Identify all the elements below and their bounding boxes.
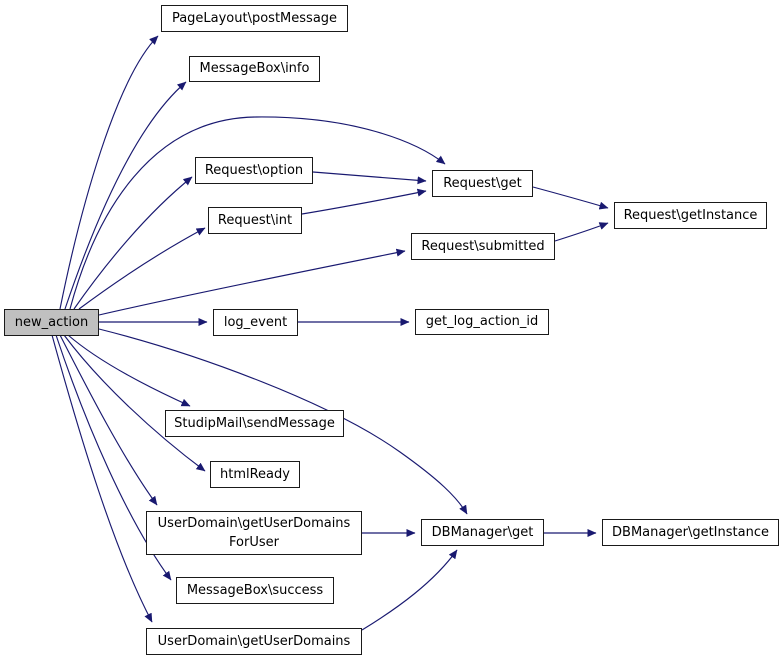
edge-new_action-request_submitted	[98, 248, 406, 316]
edge-request_submitted-request_getinstance	[554, 222, 609, 242]
node-log-event[interactable]: log_event	[213, 309, 298, 336]
node-request-getinstance[interactable]: Request\getInstance	[614, 202, 767, 229]
node-request-option[interactable]: Request\option	[195, 157, 313, 184]
edge-new_action-dbmanager_get	[98, 328, 468, 515]
edge-userdomain_getuserdomains-dbmanager_get	[361, 549, 458, 631]
edge-new_action-messagebox_info	[64, 81, 187, 310]
edge-new_action-userdomain_getuserdomainsforuser	[59, 334, 158, 506]
edge-new_action-request_option	[73, 176, 193, 310]
node-dbmanager-get[interactable]: DBManager\get	[421, 519, 544, 546]
node-request-get[interactable]: Request\get	[432, 170, 533, 197]
edge-new_action-messagebox_success	[55, 334, 172, 581]
node-get-log-action-id[interactable]: get_log_action_id	[415, 309, 549, 335]
edge-new_action-request_int	[78, 227, 206, 310]
node-new-action: new_action	[4, 309, 99, 336]
node-messagebox-info[interactable]: MessageBox\info	[189, 56, 320, 82]
edge-new_action-studipmail_sendmessage	[67, 334, 191, 407]
node-request-submitted[interactable]: Request\submitted	[411, 233, 555, 260]
node-dbmanager-getinstance[interactable]: DBManager\getInstance	[602, 519, 779, 546]
edge-request_option-request_get	[312, 171, 427, 185]
edge-new_action-userdomain_getuserdomains	[51, 334, 153, 623]
node-studipmail-sendmessage[interactable]: StudipMail\sendMessage	[165, 410, 344, 437]
node-htmlready[interactable]: htmlReady	[210, 461, 300, 488]
node-userdomain-getuserdomains[interactable]: UserDomain\getUserDomains	[146, 628, 362, 655]
edge-request_int-request_get	[301, 188, 427, 215]
edge-new_action-pagelayout_postmessage	[59, 35, 159, 310]
node-request-int[interactable]: Request\int	[208, 207, 302, 234]
node-userdomain-getuserdomainsforuser[interactable]: UserDomain\getUserDomains ForUser	[146, 511, 362, 555]
node-messagebox-success[interactable]: MessageBox\success	[176, 577, 334, 604]
edge-new_action-htmlready	[63, 334, 206, 472]
node-pagelayout-postmessage[interactable]: PageLayout\postMessage	[161, 5, 348, 32]
edge-request_get-request_getinstance	[532, 186, 609, 210]
edge-new_action-request_get	[69, 116, 446, 310]
